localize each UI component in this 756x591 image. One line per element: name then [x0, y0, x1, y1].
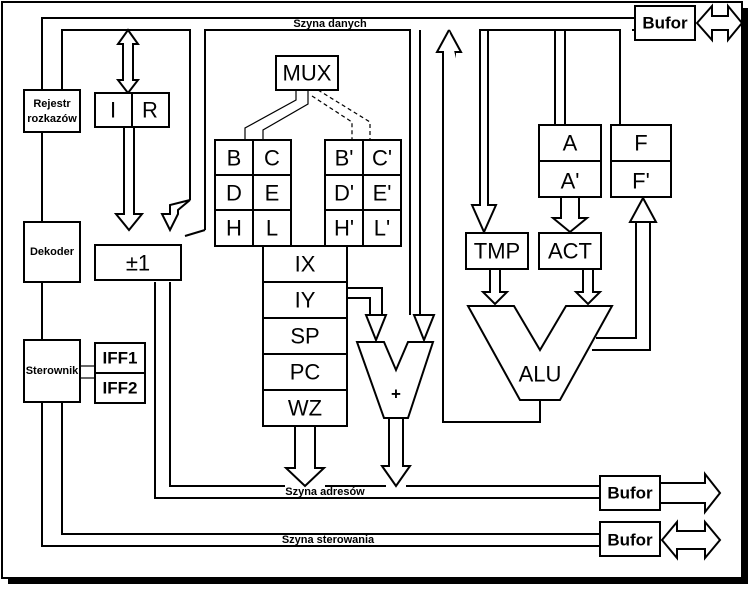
controller [23, 339, 81, 403]
reg-l: L [266, 216, 278, 241]
reg-f: F [634, 131, 647, 156]
bus-to-incdec-link [184, 229, 206, 237]
alu-to-flags-link-1 [596, 222, 637, 339]
alu [466, 305, 614, 401]
reg-e: E [265, 181, 280, 206]
alu-label: ALU [519, 362, 562, 387]
regs-to-adder-arrow [364, 314, 388, 343]
reg-wz: WZ [288, 396, 322, 421]
mux-to-alt-left [311, 95, 353, 140]
iff2-register [94, 372, 146, 404]
reg-a: A [563, 131, 578, 156]
main-register-file [214, 139, 292, 247]
control-bus [41, 402, 600, 547]
address-bus-label: Szyna adresów [285, 486, 365, 498]
address-bus [154, 282, 600, 499]
alu-to-flags-link-2 [592, 222, 651, 351]
mux-to-main-left [244, 90, 297, 140]
iff2-label: IFF2 [103, 379, 138, 398]
address-buffer-label: Bufor [607, 484, 653, 503]
incdec-unit [94, 244, 182, 281]
i-register-label: I [110, 98, 116, 123]
reg-c: C [264, 146, 280, 171]
tmp-label: TMP [474, 239, 520, 264]
act-label: ACT [548, 239, 592, 264]
bus-to-incdec-arrow [160, 199, 191, 233]
act-to-alu-arrow [573, 268, 603, 306]
bus-to-adder-arrow [412, 314, 436, 343]
instruction-register [23, 89, 81, 133]
accumulator-to-act-arrow [550, 196, 590, 234]
index-register-stack [262, 245, 348, 427]
reg-h-alt: H' [334, 216, 354, 241]
reg-h: H [226, 216, 242, 241]
address-buffer [599, 475, 661, 511]
instruction-register-label-1: Rejestr [33, 98, 71, 110]
adder-to-address-arrow [380, 417, 412, 488]
regs-to-adder-link-1 [347, 287, 383, 315]
address-buffer-arrow [659, 471, 722, 515]
mux-to-alt-right [317, 89, 371, 140]
bus-to-tmp-arrow [470, 29, 498, 235]
reg-iy: IY [295, 288, 316, 313]
data-bus-label: Szyna danych [293, 18, 367, 30]
control-buffer [599, 521, 661, 557]
act-register [538, 232, 602, 270]
reg-sp: SP [290, 324, 319, 349]
mux [275, 55, 339, 91]
iff1-label: IFF1 [103, 349, 138, 368]
alu-to-flags-arrow [628, 195, 658, 223]
data-buffer-arrow [695, 3, 744, 43]
data-bus [41, 17, 635, 315]
reg-d: D [226, 181, 242, 206]
control-buffer-arrow [660, 519, 722, 561]
mux-to-main-right [262, 90, 309, 140]
ir-to-incdec-arrow [113, 126, 145, 232]
alt-register-file [324, 139, 402, 247]
adder-label: + [391, 385, 401, 404]
reg-d-alt: D' [334, 181, 354, 206]
reg-e-alt: E' [373, 181, 392, 206]
reg-c-alt: C' [372, 146, 392, 171]
control-buffer-label: Bufor [607, 531, 653, 550]
control-bus-label: Szyna sterowania [282, 534, 375, 546]
mux-label: MUX [283, 61, 332, 86]
regs-to-address-arrow [283, 425, 327, 488]
instruction-register-label-2: rozkazów [27, 113, 77, 125]
reg-pc: PC [290, 360, 321, 385]
incdec-label: ±1 [126, 251, 150, 276]
reg-b-alt: B' [335, 146, 354, 171]
reg-a-alt: A' [561, 169, 580, 194]
reg-ix: IX [295, 252, 316, 277]
reg-b: B [227, 146, 242, 171]
reg-l-alt: L' [374, 216, 390, 241]
decoder [23, 221, 81, 283]
reg-f-alt: F' [632, 169, 650, 194]
regs-to-adder-link-2 [347, 297, 371, 315]
controller-label: Sterownik [26, 365, 79, 377]
r-register-label: R [142, 98, 158, 123]
data-buffer-label: Bufor [642, 14, 688, 33]
data-buffer [634, 5, 696, 41]
tmp-to-alu-arrow [480, 268, 510, 306]
decoder-label: Dekoder [30, 246, 75, 258]
tmp-register [465, 232, 529, 270]
